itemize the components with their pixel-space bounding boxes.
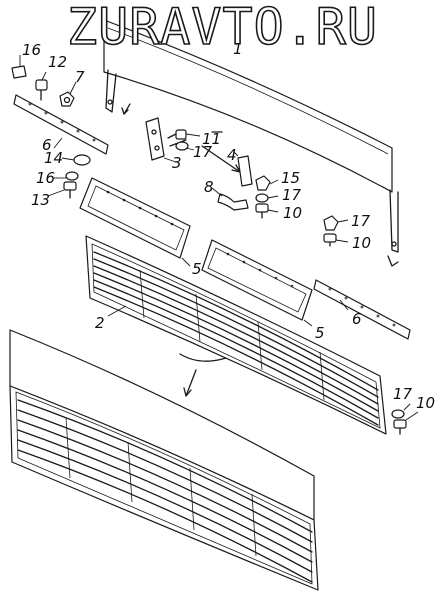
grille-slat: [93, 272, 379, 412]
callout-10: 10: [283, 204, 303, 222]
assembly-curve-arrow: [179, 353, 227, 397]
grille-slat: [93, 258, 379, 398]
grille-slat: [17, 399, 313, 533]
bolt-11: [167, 129, 201, 140]
clip-8: [211, 187, 249, 211]
callout-4: 4: [227, 146, 237, 164]
fastener-stack-bottom: [391, 403, 419, 435]
grille-divider: [319, 351, 325, 401]
callout-8: 8: [204, 178, 214, 196]
callout-16: 16: [36, 169, 56, 187]
callout-3: 3: [172, 154, 182, 172]
clip-16-top: [11, 55, 27, 79]
grille-2: [85, 235, 387, 435]
nut-7: [59, 81, 77, 107]
callout-5: 5: [192, 260, 202, 278]
cover-panel-5-left: [79, 177, 191, 267]
callout-17: 17: [193, 143, 213, 161]
callout-17: 17: [282, 186, 302, 204]
grille-slat: [93, 265, 379, 405]
bracket-4: [233, 151, 253, 187]
grille-slat: [93, 251, 379, 391]
seal-strip-6-right: [313, 279, 411, 340]
grille-slat: [17, 439, 313, 573]
callout-10: 10: [352, 234, 372, 252]
callout-6: 6: [352, 310, 362, 328]
callout-15: 15: [281, 169, 301, 187]
callout-16: 16: [22, 41, 42, 59]
grille-divider: [127, 441, 133, 503]
fastener-stack-right: [323, 215, 349, 247]
grille-slat: [17, 449, 313, 583]
callout-10: 10: [416, 394, 436, 412]
assembled-grille: [9, 329, 319, 591]
callout-7: 7: [75, 68, 85, 86]
callout-11: 11: [202, 130, 222, 148]
callout-17: 17: [393, 385, 413, 403]
grille-divider: [139, 269, 145, 319]
bolt-12: [35, 71, 48, 101]
grille-slat: [17, 409, 313, 543]
callout-2: 2: [95, 314, 105, 332]
grille-divider: [195, 293, 201, 343]
grille-slat: [17, 419, 313, 553]
callout-13: 13: [31, 191, 51, 209]
callout-6: 6: [42, 136, 52, 154]
callout-1: 1: [233, 40, 243, 58]
grille-divider: [189, 467, 195, 531]
callout-5: 5: [315, 324, 325, 342]
washer-stack-left: [47, 154, 91, 199]
callout-14: 14: [44, 149, 64, 167]
grille-slat: [17, 429, 313, 563]
fastener-stack-mid: [255, 175, 279, 219]
callout-12: 12: [48, 53, 68, 71]
grille-divider: [257, 321, 263, 371]
top-panel: [103, 19, 399, 267]
cover-panel-5-right: [201, 239, 313, 327]
grille-divider: [251, 493, 257, 557]
seal-strip-6-left: [13, 94, 109, 155]
callout-17: 17: [351, 212, 371, 230]
grille-slat: [93, 286, 379, 426]
washer-17-a: [175, 141, 195, 151]
grille-divider: [65, 417, 71, 479]
grille-slat: [93, 279, 379, 419]
bracket-3: [145, 117, 177, 163]
